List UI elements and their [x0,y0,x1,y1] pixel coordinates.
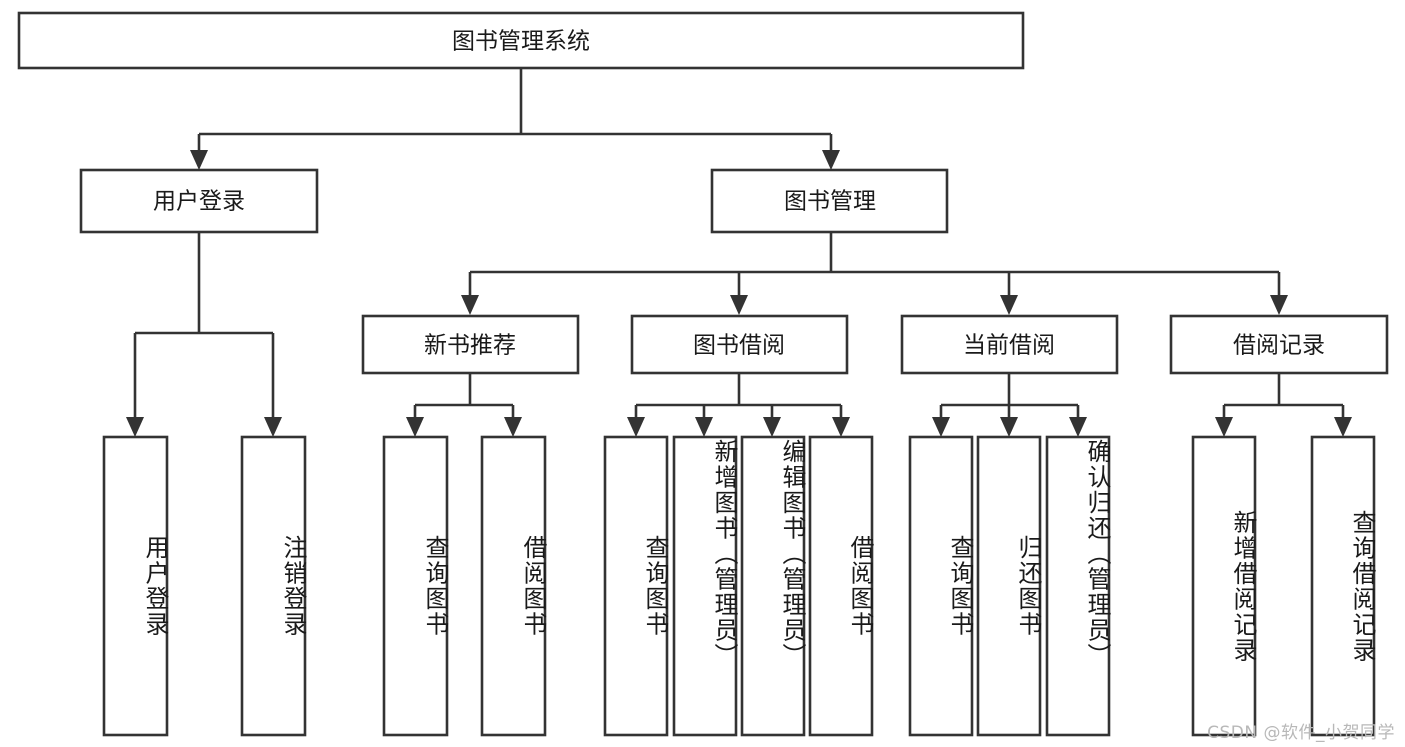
leaf-user-login-box[interactable] [102,435,169,737]
node-user-login-label: 用户登录 [153,189,245,215]
leaf-query-record-label: 查询借阅记录 [1348,509,1376,663]
connector-group [126,68,1352,437]
leaf-edit-book-box[interactable] [740,435,806,737]
leaf-query-record-box[interactable] [1310,435,1376,737]
leaf-node-query-book-2[interactable]: 查询图书 [603,435,669,737]
node-book-borrow-label: 图书借阅 [693,333,785,359]
leaf-query-book-2-box[interactable] [603,435,669,737]
leaf-node-query-book-3[interactable]: 查询图书 [908,435,974,737]
leaf-return-book-box[interactable] [976,435,1042,737]
arrow-head-leaf-confirm-return [1069,417,1087,437]
leaf-confirm-return-label: 确认归还（管理员） [1083,439,1111,669]
leaf-query-book-1-box[interactable] [382,435,449,737]
leaf-add-record-box[interactable] [1191,435,1257,737]
leaf-borrow-book-1-cell: 借阅图书 [482,437,547,735]
leaf-node-borrow-book-2[interactable]: 借阅图书 [808,435,874,737]
leaf-add-book-label: 新增图书（管理员） [710,439,738,669]
arrow-head-leaf-query-book-2 [627,417,645,437]
leaf-add-book-box[interactable] [672,435,738,737]
arrow-head-leaf-user-login [126,417,144,437]
leaf-borrow-book-2-cell: 借阅图书 [810,437,874,735]
leaf-return-book-label: 归还图书 [1014,535,1042,637]
leaf-node-borrow-book-1[interactable]: 借阅图书 [480,435,547,737]
leaf-user-logout-cell: 注销登录 [242,437,307,735]
node-user-login-box[interactable] [79,168,319,234]
leaf-add-book-cell: 新增图书（管理员） [674,437,738,735]
node-book-borrow-box[interactable] [630,314,849,375]
node-borrow-record[interactable]: 借阅记录 [1169,314,1389,375]
leaf-borrow-book-1-box[interactable] [480,435,547,737]
arrow-head-leaf-user-logout [264,417,282,437]
leaf-query-book-3-box[interactable] [908,435,974,737]
leaf-query-book-3-cell: 查询图书 [910,437,974,735]
leaf-node-add-record[interactable]: 新增借阅记录 [1191,435,1257,737]
arrow-head-leaf-edit-book [763,417,781,437]
leaf-user-login-label: 用户登录 [141,535,169,637]
leaf-query-book-1-cell: 查询图书 [384,437,449,735]
arrow-head-leaf-return-book [1000,417,1018,437]
leaf-user-login-cell: 用户登录 [104,437,169,735]
leaf-query-book-3-label: 查询图书 [946,535,974,637]
node-current-borrow-label: 当前借阅 [963,333,1055,359]
leaf-node-edit-book[interactable]: 编辑图书（管理员） [740,435,806,737]
leaf-query-record-cell: 查询借阅记录 [1312,437,1376,735]
arrow-head-book-borrow [730,295,748,315]
arrow-head-leaf-query-book-3 [932,417,950,437]
node-new-book-rec-box[interactable] [361,314,580,375]
leaf-node-return-book[interactable]: 归还图书 [976,435,1042,737]
leaf-node-confirm-return[interactable]: 确认归还（管理员） [1045,435,1111,737]
node-user-login[interactable]: 用户登录 [79,168,319,234]
arrow-head-leaf-query-record [1334,417,1352,437]
leaf-return-book-cell: 归还图书 [978,437,1042,735]
leaf-node-user-logout[interactable]: 注销登录 [240,435,307,737]
node-book-manage-label: 图书管理 [784,189,876,215]
arrow-head-book-manage [822,150,840,170]
leaf-user-logout-box[interactable] [240,435,307,737]
arrow-head-leaf-query-book-1 [406,417,424,437]
node-current-borrow[interactable]: 当前借阅 [900,314,1119,375]
csdn-watermark: CSDN @软件_小贺同学 [1207,723,1395,743]
node-root[interactable]: 图书管理系统 [17,11,1025,70]
leaf-edit-book-cell: 编辑图书（管理员） [742,437,806,735]
node-book-borrow[interactable]: 图书借阅 [630,314,849,375]
node-new-book-rec[interactable]: 新书推荐 [361,314,580,375]
node-new-book-rec-label: 新书推荐 [424,333,516,359]
leaf-node-add-book[interactable]: 新增图书（管理员） [672,435,738,737]
arrow-head-new-book-rec [461,295,479,315]
arrow-head-user-login [190,150,208,170]
leaf-node-query-record[interactable]: 查询借阅记录 [1310,435,1376,737]
leaf-query-book-2-label: 查询图书 [641,535,669,637]
leaf-add-record-cell: 新增借阅记录 [1193,437,1257,735]
node-borrow-record-box[interactable] [1169,314,1389,375]
arrow-head-leaf-add-book [695,417,713,437]
leaf-borrow-book-1-label: 借阅图书 [519,535,547,637]
leaf-query-book-1-label: 查询图书 [421,535,449,637]
arrow-head-current-borrow [1000,295,1018,315]
leaf-node-query-book-1[interactable]: 查询图书 [382,435,449,737]
arrow-head-leaf-borrow-book-1 [504,417,522,437]
node-root-label: 图书管理系统 [452,29,590,55]
node-current-borrow-box[interactable] [900,314,1119,375]
arrow-head-leaf-add-record [1215,417,1233,437]
leaf-borrow-book-2-box[interactable] [808,435,874,737]
node-book-manage-box[interactable] [710,168,949,234]
leaf-query-book-2-cell: 查询图书 [605,437,669,735]
leaf-node-user-login[interactable]: 用户登录 [102,435,169,737]
node-root-box[interactable] [17,11,1025,70]
leaf-edit-book-label: 编辑图书（管理员） [778,439,806,669]
node-borrow-record-label: 借阅记录 [1233,333,1325,359]
arrow-head-borrow-record [1270,295,1288,315]
leaf-user-logout-label: 注销登录 [279,535,307,637]
leaf-borrow-book-2-label: 借阅图书 [846,535,874,637]
leaf-confirm-return-box[interactable] [1045,435,1111,737]
leaf-confirm-return-cell: 确认归还（管理员） [1047,437,1111,735]
leaf-add-record-label: 新增借阅记录 [1229,509,1257,663]
node-book-manage[interactable]: 图书管理 [710,168,949,234]
arrow-head-leaf-borrow-book-2 [832,417,850,437]
